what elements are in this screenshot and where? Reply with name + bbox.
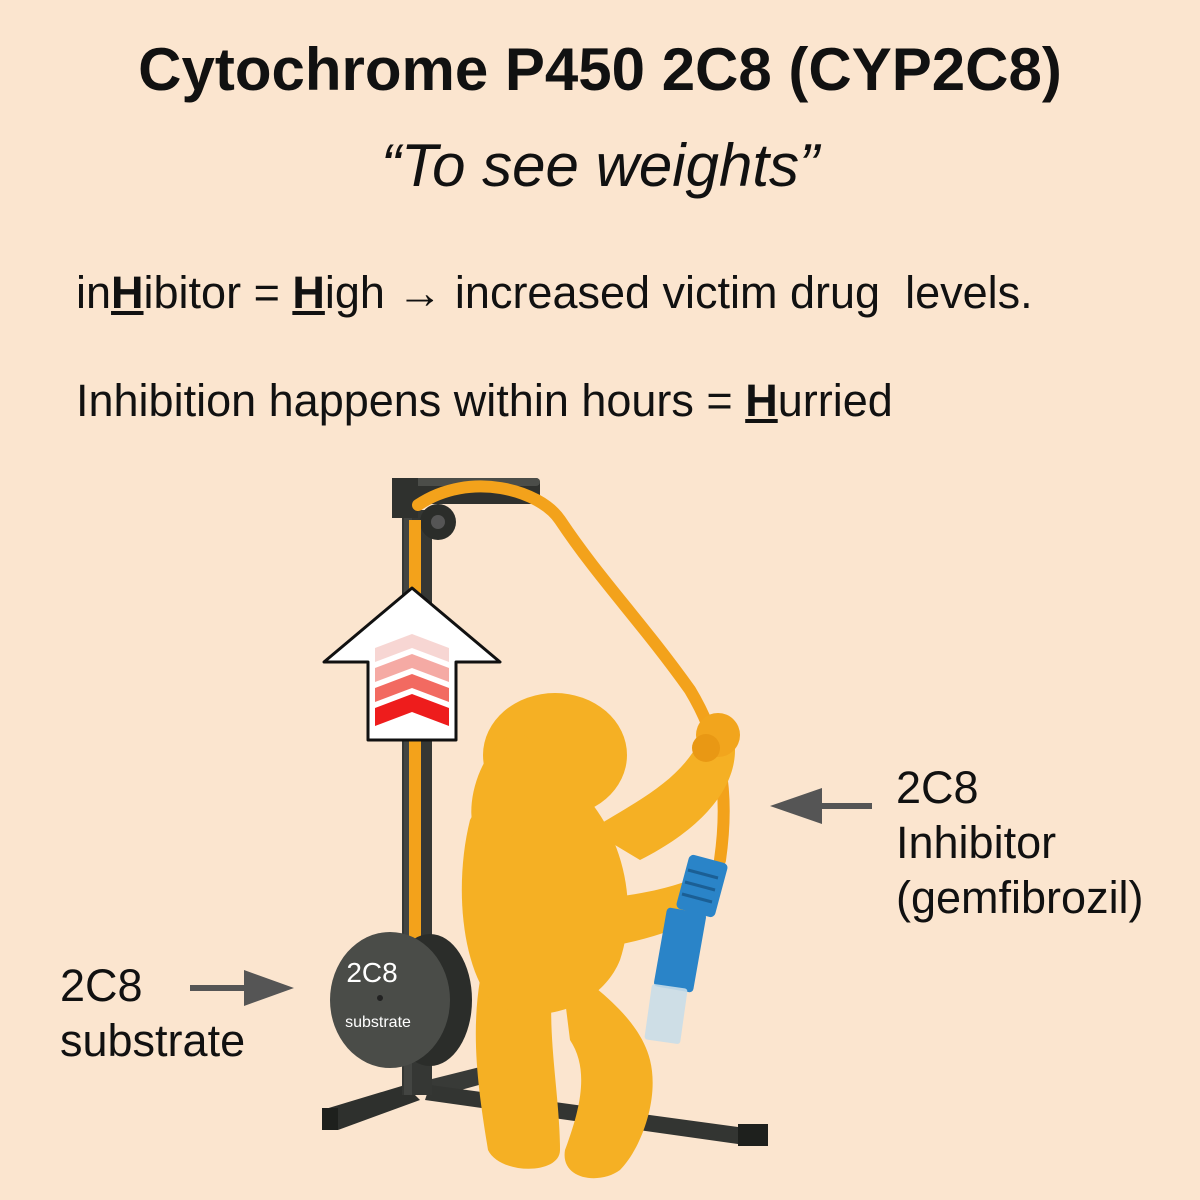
pulley	[420, 504, 456, 540]
page-title: Cytochrome P450 2C8 (CYP2C8)	[138, 36, 1062, 103]
figure-pulling-rope	[461, 693, 735, 1179]
mnemonic-text: ibitor =	[143, 267, 293, 318]
weight-plate-label: 2C8	[346, 957, 397, 988]
weight-plate-sublabel: substrate	[345, 1014, 411, 1031]
blue-connector-inhibitor	[644, 854, 728, 1044]
weight-plate: 2C8 substrate	[330, 932, 472, 1068]
right-arrow-icon	[190, 970, 294, 1006]
mnemonic-line-hurried: Inhibition happens within hours = Hurrie…	[76, 372, 893, 430]
mnemonic-key-letter: H	[111, 267, 144, 318]
inhibitor-label: 2C8 Inhibitor (gemfibrozil)	[896, 760, 1144, 925]
mnemonic-text: igh → increased victim drug levels.	[324, 267, 1033, 318]
mnemonic-key-letter: H	[745, 375, 778, 426]
substrate-label-line: substrate	[60, 1015, 246, 1066]
hand-knot	[692, 713, 740, 762]
mnemonic-text: in	[76, 267, 112, 318]
mnemonic-key-letter: H	[292, 267, 325, 318]
inhibitor-label-line: 2C8	[896, 762, 979, 813]
substrate-label: 2C8 substrate	[60, 958, 245, 1068]
up-arrow-icon	[322, 586, 502, 742]
mnemonic-text: urried	[777, 375, 893, 426]
inhibitor-label-line: Inhibitor	[896, 817, 1057, 868]
mnemonic-text: Inhibition happens within hours =	[76, 375, 746, 426]
substrate-label-line: 2C8	[60, 960, 143, 1011]
mnemonic-line-inhibitor: inHibitor = High → increased victim drug…	[76, 264, 1033, 322]
left-arrow-icon	[770, 788, 872, 824]
inhibitor-label-line: (gemfibrozil)	[896, 872, 1144, 923]
page-subtitle: “To see weights”	[381, 132, 819, 199]
